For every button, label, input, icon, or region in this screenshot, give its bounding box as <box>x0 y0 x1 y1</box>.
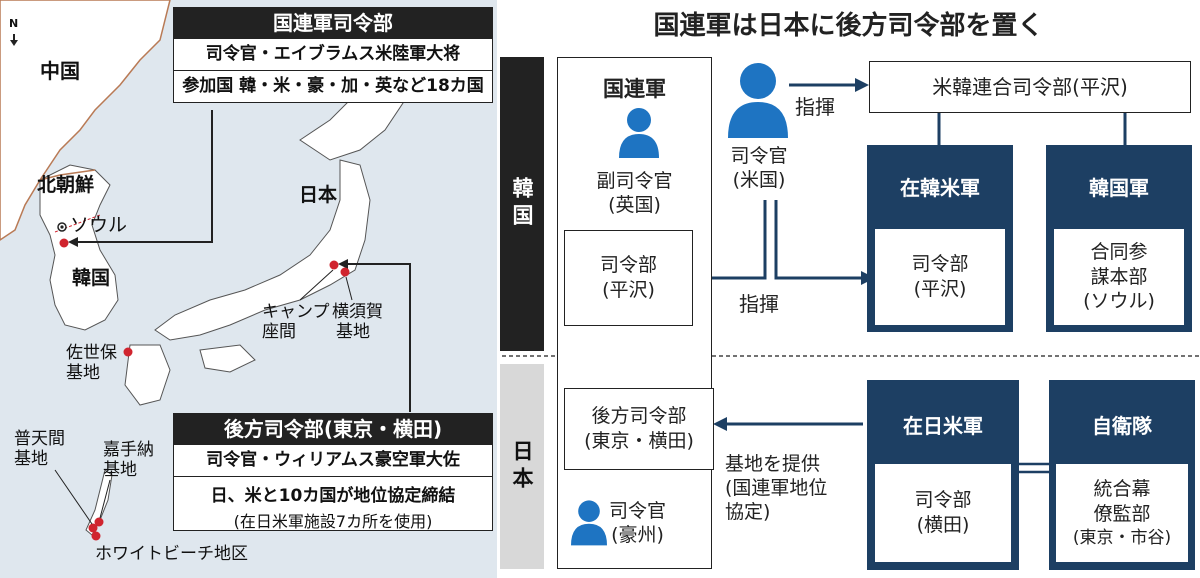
zama-leader <box>299 269 334 301</box>
command-label-upper: 指揮 <box>795 95 835 119</box>
usfj-header: 在日米軍 <box>903 414 983 438</box>
rear-command-agreement: 日、米と10カ国が地位協定締結 <box>210 486 456 506</box>
un-hq-box: 司令部(平沢) <box>564 230 693 326</box>
korea-landmass <box>39 164 119 331</box>
label-white-beach: ホワイトビーチ地区 <box>95 544 248 564</box>
command-label-lower: 指揮 <box>739 292 779 316</box>
un-command-connector <box>75 110 213 243</box>
sasebo-marker <box>123 347 133 357</box>
rear-command-agreement-block: 日、米と10カ国が地位協定締結 (在日米軍施設7カ所を使用) <box>174 476 492 531</box>
seoul-marker-dot <box>60 225 64 229</box>
label-japan: 日本 <box>299 184 338 206</box>
rear-command-infobox: 後方司令部(東京・横田) 司令官・ウィリアムス豪空軍大佐 日、米と10カ国が地位… <box>173 413 493 531</box>
arrow-to-rear-hq <box>713 417 727 431</box>
deputy-commander-person-icon <box>619 108 659 158</box>
yokosuka-leader <box>345 276 353 301</box>
jsdf-header: 自衛隊 <box>1092 414 1152 438</box>
label-seoul: ソウル <box>70 214 128 236</box>
rear-command-facilities: (在日米軍施設7カ所を使用) <box>233 512 433 531</box>
label-china: 中国 <box>40 59 80 83</box>
base-provision-label: 基地を提供(国連軍地位協定) <box>725 453 828 523</box>
kadena-leader <box>99 479 111 519</box>
side-label-japan: 日本 <box>500 364 544 569</box>
label-futenma: 普天間基地 <box>14 429 65 469</box>
label-kadena: 嘉手納基地 <box>103 440 154 480</box>
label-south-korea: 韓国 <box>72 267 111 289</box>
rear-command-connector <box>345 263 411 412</box>
label-yokosuka: 横須賀基地 <box>332 302 383 342</box>
usfk-hq-box: 司令部(平沢) <box>875 229 1005 325</box>
rear-commander-person-icon <box>571 500 607 546</box>
command-line-right <box>774 200 863 280</box>
un-command-title: 国連軍司令部 <box>174 8 492 38</box>
cfc-box: 米韓連合司令部(平沢) <box>869 61 1191 113</box>
rear-command-arrowhead <box>338 259 348 269</box>
un-command-infobox: 国連軍司令部 司令官・エイブラムス米陸軍大将 参加国 韓・米・豪・加・英など18… <box>173 7 493 103</box>
us-commander-person-icon <box>728 63 788 138</box>
side-label-korea: 韓国 <box>500 57 544 351</box>
usfj-hq-box: 司令部(横田) <box>875 464 1011 562</box>
un-command-members: 参加国 韓・米・豪・加・英など18カ国 <box>174 70 492 102</box>
deputy-commander-label: 副司令官(英国) <box>596 170 673 216</box>
rear-command-title: 後方司令部(東京・横田) <box>174 414 492 444</box>
japan-honshu <box>154 159 371 341</box>
compass-arrow-icon <box>10 40 18 46</box>
command-line-left <box>702 200 767 280</box>
compass-label: N <box>9 17 19 30</box>
dmz-line <box>54 214 101 233</box>
white-beach-marker <box>91 531 101 541</box>
japan-shikoku <box>199 344 256 373</box>
map-panel: N 中国 北朝鮮 韓国 日本 ソウル キャンプ座間 横須賀基地 佐世保基地 普天… <box>0 0 497 578</box>
arrow-to-cfc <box>855 78 869 92</box>
label-camp-zama: キャンプ座間 <box>262 302 330 342</box>
un-command-arrowhead <box>68 237 78 247</box>
zama-marker <box>329 260 339 270</box>
un-rear-hq-box: 後方司令部(東京・横田) <box>564 388 714 470</box>
pyeongtaek-marker <box>59 238 69 248</box>
usfk-header: 在韓米軍 <box>900 176 980 200</box>
yokosuka-marker <box>340 267 350 277</box>
diagram-title: 国連軍は日本に後方司令部を置く <box>653 11 1044 41</box>
rear-command-commander: 司令官・ウィリアムス豪空軍大佐 <box>174 444 492 476</box>
japan-kyushu <box>124 344 171 406</box>
label-sasebo: 佐世保基地 <box>66 343 117 383</box>
rok-header: 韓国軍 <box>1089 176 1149 200</box>
label-north-korea: 北朝鮮 <box>37 174 95 196</box>
un-command-commander: 司令官・エイブラムス米陸軍大将 <box>174 38 492 70</box>
china-landmass <box>0 0 171 241</box>
rear-commander-label: 司令官(豪州) <box>609 500 667 546</box>
futenma-marker <box>88 523 98 533</box>
rok-jcs-box: 合同参謀本部(ソウル) <box>1054 229 1184 325</box>
kadena-marker <box>94 517 104 527</box>
us-commander-label: 司令官(米国) <box>730 145 788 191</box>
futenma-leader <box>54 469 93 525</box>
command-diagram: 国連軍は日本に後方司令部を置く 韓国 日本 国連軍 副司令官(英国) 司令部 <box>497 0 1200 578</box>
jsdf-joint-staff-box: 統合幕僚監部(東京・市谷) <box>1056 464 1188 562</box>
korea-border <box>39 169 96 181</box>
un-forces-header: 国連軍 <box>603 77 666 101</box>
